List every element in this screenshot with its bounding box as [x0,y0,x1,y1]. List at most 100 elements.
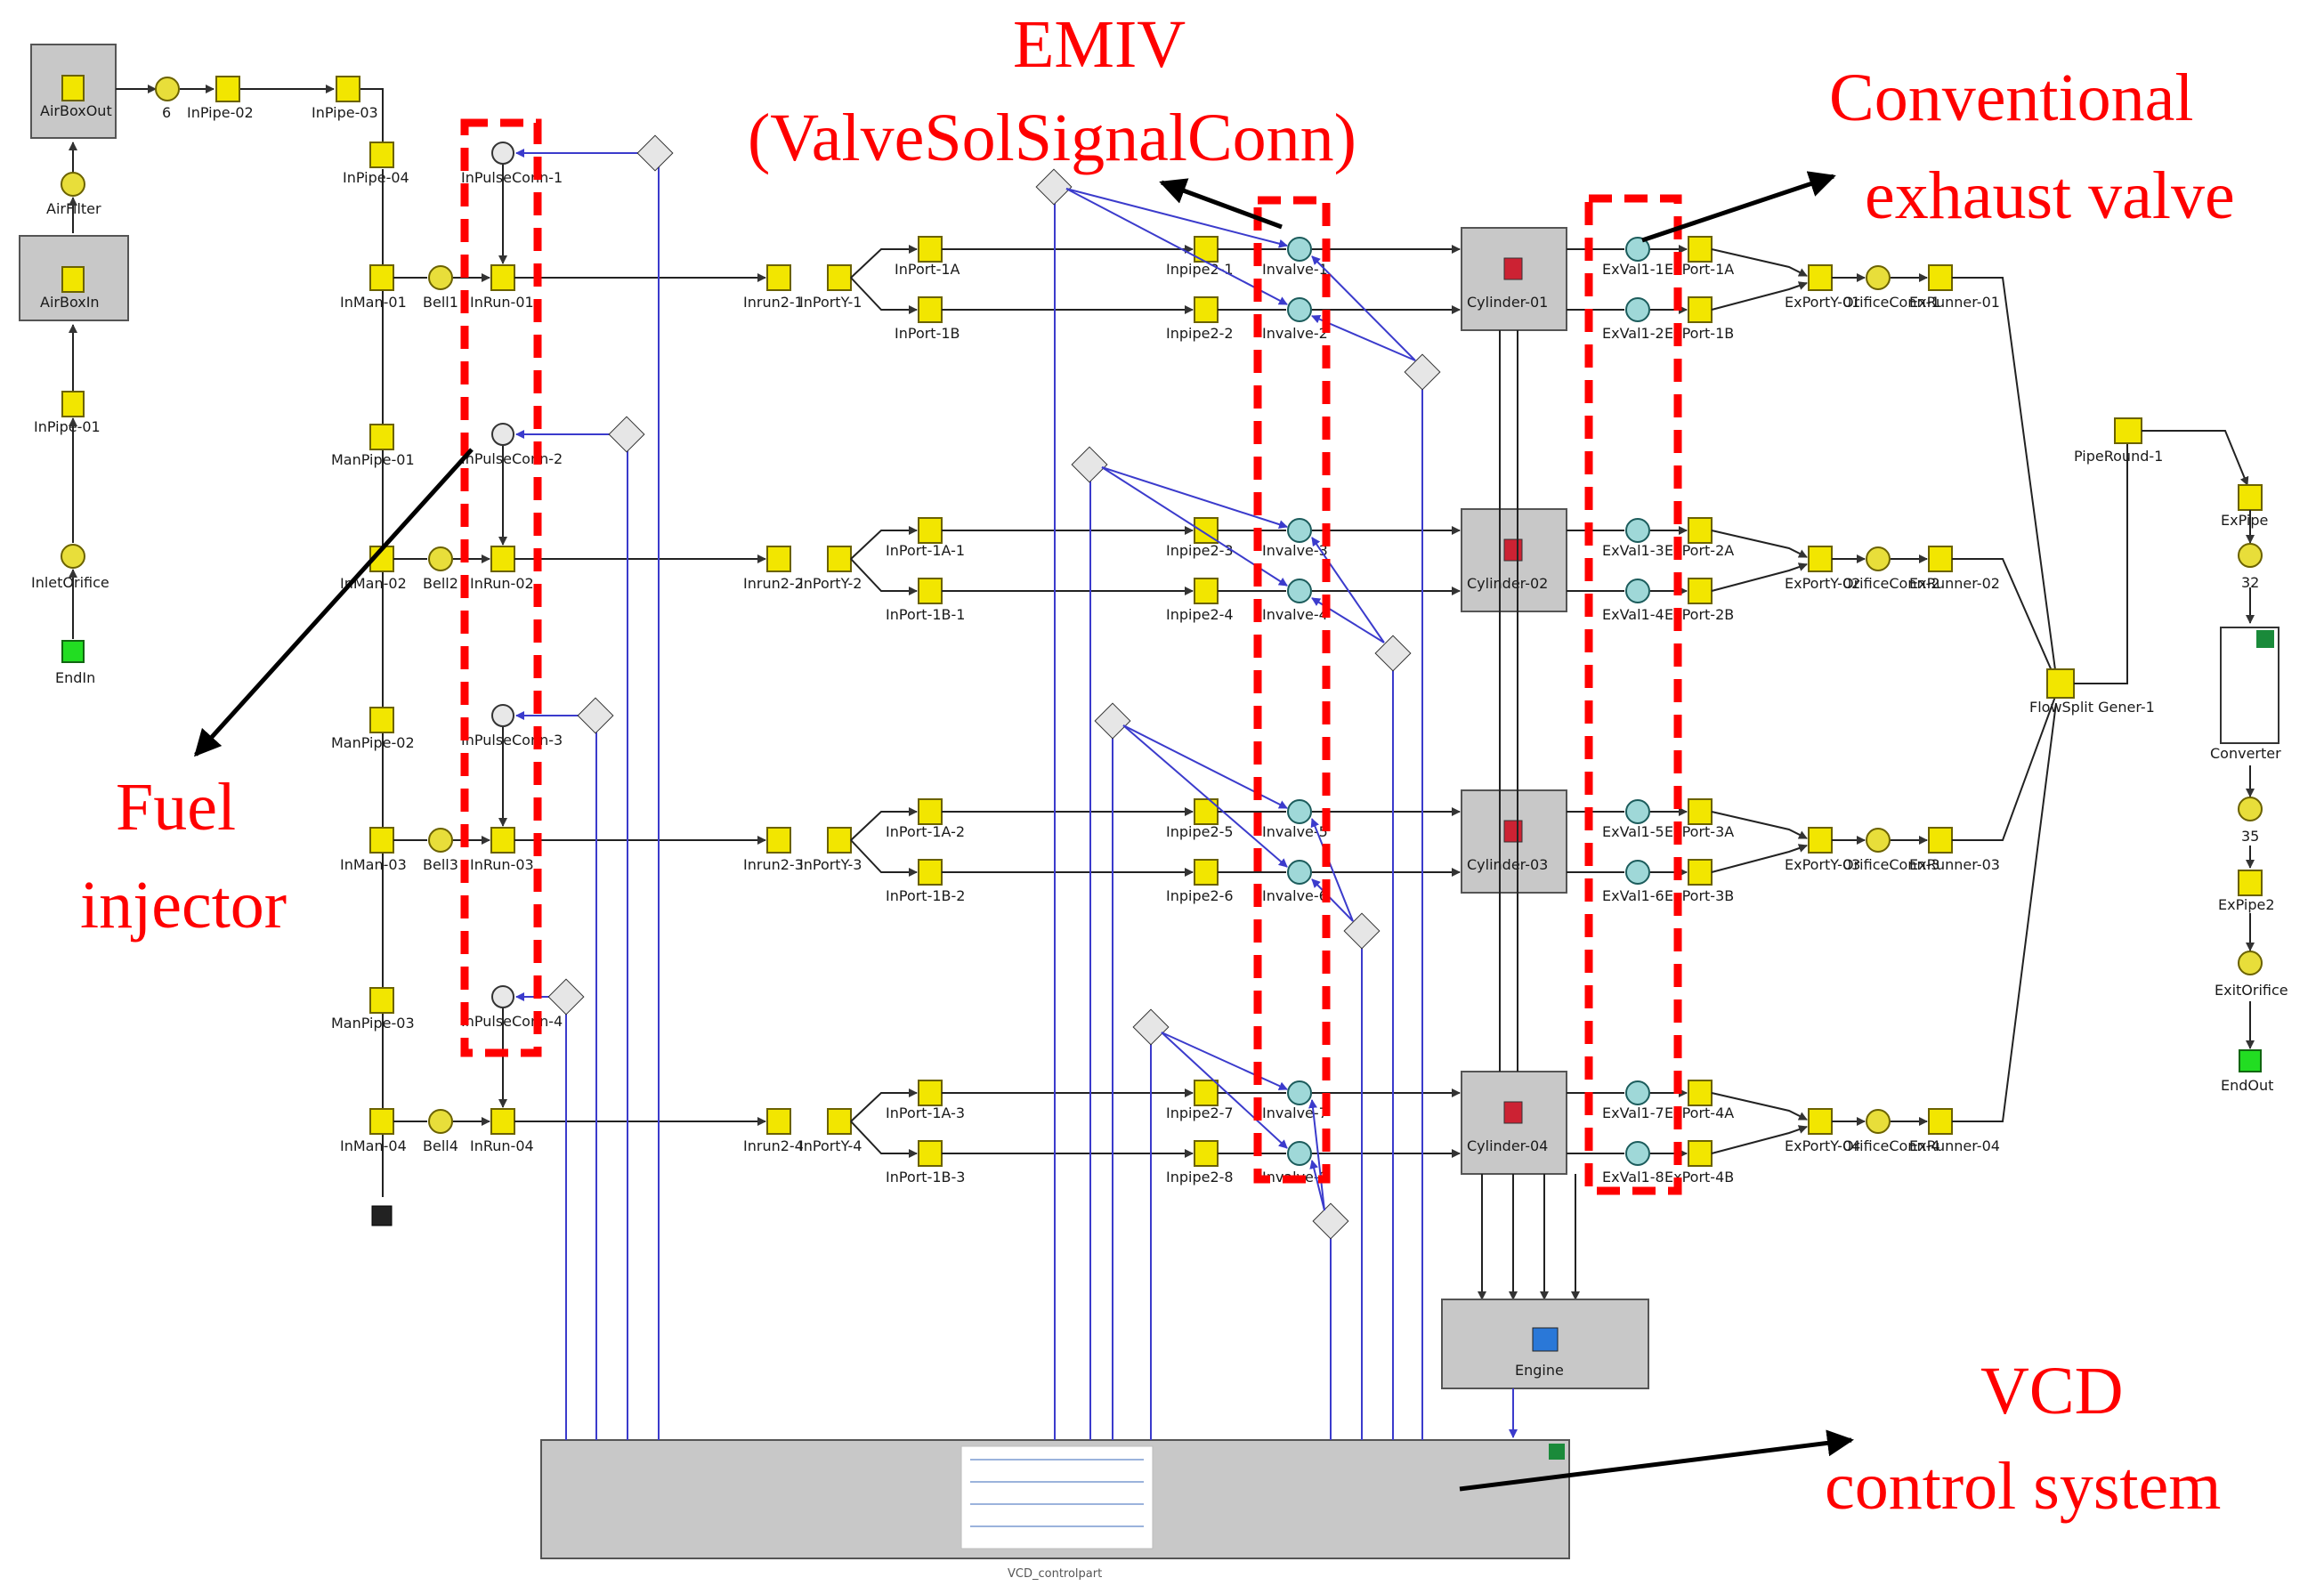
invalve-1[interactable] [1287,237,1312,262]
bell-2[interactable] [428,546,453,571]
manifold-end-cap[interactable] [371,1205,393,1226]
orifice-conn-1[interactable] [1866,265,1891,290]
inrun2-4[interactable] [766,1108,791,1135]
invalve-3[interactable] [1287,518,1312,543]
ex-port-1a[interactable] [1688,236,1713,263]
bell-3[interactable] [428,828,453,853]
emiv-signal-4a[interactable] [1132,1008,1170,1046]
in-pipe-01[interactable] [61,391,85,417]
inrun2-1[interactable] [766,264,791,291]
in-run-03[interactable] [490,827,515,854]
bell-4[interactable] [428,1109,453,1134]
in-port-1a[interactable] [918,236,943,263]
invalve-2[interactable] [1287,297,1312,322]
exval-4[interactable] [1625,579,1650,603]
in-port-1a-3[interactable] [918,1080,943,1106]
inpipe2-6[interactable] [1194,859,1219,886]
in-port-y-4[interactable] [827,1108,852,1135]
in-man-01[interactable] [369,264,394,291]
ex-port-2a[interactable] [1688,517,1713,544]
in-pulse-conn-3[interactable] [491,704,514,727]
emiv-signal-3b[interactable] [1343,912,1381,950]
emiv-signal-1a[interactable] [1035,168,1073,206]
orifice-conn-2[interactable] [1866,546,1891,571]
invalve-8[interactable] [1287,1141,1312,1166]
in-port-1b-1[interactable] [918,578,943,604]
in-man-04[interactable] [369,1108,394,1135]
in-port-1a-2[interactable] [918,798,943,825]
ex-port-4a[interactable] [1688,1080,1713,1106]
orifice-conn-4[interactable] [1866,1109,1891,1134]
inlet-orifice[interactable] [61,544,85,569]
in-pipe-02[interactable] [215,76,240,102]
inpipe2-4[interactable] [1194,578,1219,604]
end-in[interactable] [61,640,85,663]
invalve-6[interactable] [1287,860,1312,885]
in-port-1a-1[interactable] [918,517,943,544]
man-pipe-03[interactable] [369,987,394,1014]
invalve-5[interactable] [1287,799,1312,824]
in-port-y-3[interactable] [827,827,852,854]
orifice-6[interactable] [155,77,180,101]
ex-port-y-03[interactable] [1808,827,1833,854]
in-pulse-conn-1[interactable] [491,142,514,165]
in-man-03[interactable] [369,827,394,854]
pipe-round-1[interactable] [2114,417,2142,444]
in-port-y-2[interactable] [827,546,852,572]
ex-runner-03[interactable] [1928,827,1953,854]
ex-port-y-01[interactable] [1808,264,1833,291]
ex-pipe[interactable] [2238,484,2263,511]
bell-1[interactable] [428,265,453,290]
ex-port-2b[interactable] [1688,578,1713,604]
man-pipe-02[interactable] [369,707,394,733]
inpipe2-2[interactable] [1194,296,1219,323]
ex-runner-02[interactable] [1928,546,1953,572]
ex-pipe2[interactable] [2238,870,2263,896]
inrun2-2[interactable] [766,546,791,572]
in-run-04[interactable] [490,1108,515,1135]
in-port-y-1[interactable] [827,264,852,291]
air-filter-orifice[interactable] [61,172,85,197]
in-port-1b-3[interactable] [918,1140,943,1167]
orifice-32[interactable] [2238,543,2263,568]
in-pulse-conn-2[interactable] [491,423,514,446]
exval-8[interactable] [1625,1141,1650,1166]
in-pipe-03[interactable] [336,76,360,102]
ex-runner-04[interactable] [1928,1108,1953,1135]
exval-5[interactable] [1625,799,1650,824]
ex-port-1b[interactable] [1688,296,1713,323]
pulse-signal-4[interactable] [547,978,585,1016]
in-run-01[interactable] [490,264,515,291]
ex-port-y-04[interactable] [1808,1108,1833,1135]
in-port-1b-2[interactable] [918,859,943,886]
end-out[interactable] [2239,1049,2262,1072]
inpipe2-8[interactable] [1194,1140,1219,1167]
ex-port-3a[interactable] [1688,798,1713,825]
exval-6[interactable] [1625,860,1650,885]
exval-7[interactable] [1625,1080,1650,1105]
emiv-signal-2b[interactable] [1374,635,1412,672]
exval-2[interactable] [1625,297,1650,322]
in-pipe-04[interactable] [369,142,394,168]
exval-3[interactable] [1625,518,1650,543]
orifice-conn-3[interactable] [1866,828,1891,853]
ex-runner-01[interactable] [1928,264,1953,291]
pulse-signal-2[interactable] [608,416,645,453]
inpipe2-7[interactable] [1194,1080,1219,1106]
invalve-4[interactable] [1287,579,1312,603]
ex-port-3b[interactable] [1688,859,1713,886]
emiv-signal-4b[interactable] [1312,1202,1349,1240]
invalve-7[interactable] [1287,1080,1312,1105]
emiv-signal-1b[interactable] [1404,353,1441,391]
flow-split[interactable] [2046,668,2075,699]
pulse-signal-3[interactable] [577,697,614,734]
in-pulse-conn-4[interactable] [491,985,514,1008]
orifice-35[interactable] [2238,797,2263,821]
in-run-02[interactable] [490,546,515,572]
pulse-signal-1[interactable] [636,134,674,172]
exit-orifice[interactable] [2238,951,2263,975]
ex-port-4b[interactable] [1688,1140,1713,1167]
emiv-signal-2a[interactable] [1071,446,1108,483]
in-port-1b[interactable] [918,296,943,323]
man-pipe-01[interactable] [369,424,394,450]
